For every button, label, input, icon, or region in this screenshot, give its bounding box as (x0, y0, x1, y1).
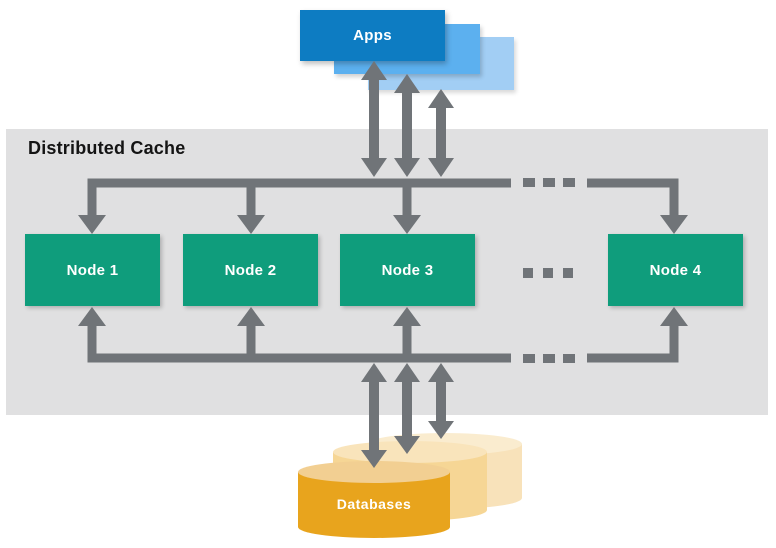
node-3-label: Node 3 (381, 261, 434, 279)
apps-cache-arrow-shafts (369, 79, 446, 160)
ellipsis-dot (543, 268, 553, 278)
apps-cache-arrowheads (361, 61, 454, 177)
ellipsis-dot (523, 268, 533, 278)
cache-node-3: Node 3 (340, 234, 475, 306)
cache-node-1: Node 1 (25, 234, 160, 306)
cache-database-arrow-shafts (369, 381, 446, 451)
node-1-label: Node 1 (66, 261, 119, 279)
database-cylinder-front (298, 461, 450, 538)
bus-line-dashes (523, 178, 575, 363)
arrowheads-into-node-tops (78, 215, 688, 234)
apps-label: Apps (353, 27, 392, 44)
node-2-label: Node 2 (224, 261, 277, 279)
cache-node-4: Node 4 (608, 234, 743, 306)
ellipsis-dot (563, 268, 573, 278)
distributed-cache-title: Distributed Cache (28, 138, 186, 158)
cache-node-2: Node 2 (183, 234, 318, 306)
app-card-front: Apps (300, 10, 445, 61)
cache-bus-lines (87, 178, 679, 363)
node-4-label: Node 4 (649, 261, 702, 279)
cache-database-arrowheads (361, 363, 454, 468)
databases-label: Databases (336, 496, 412, 512)
ellipsis-dots (523, 268, 573, 278)
arrowheads-into-node-bottoms (78, 307, 688, 326)
